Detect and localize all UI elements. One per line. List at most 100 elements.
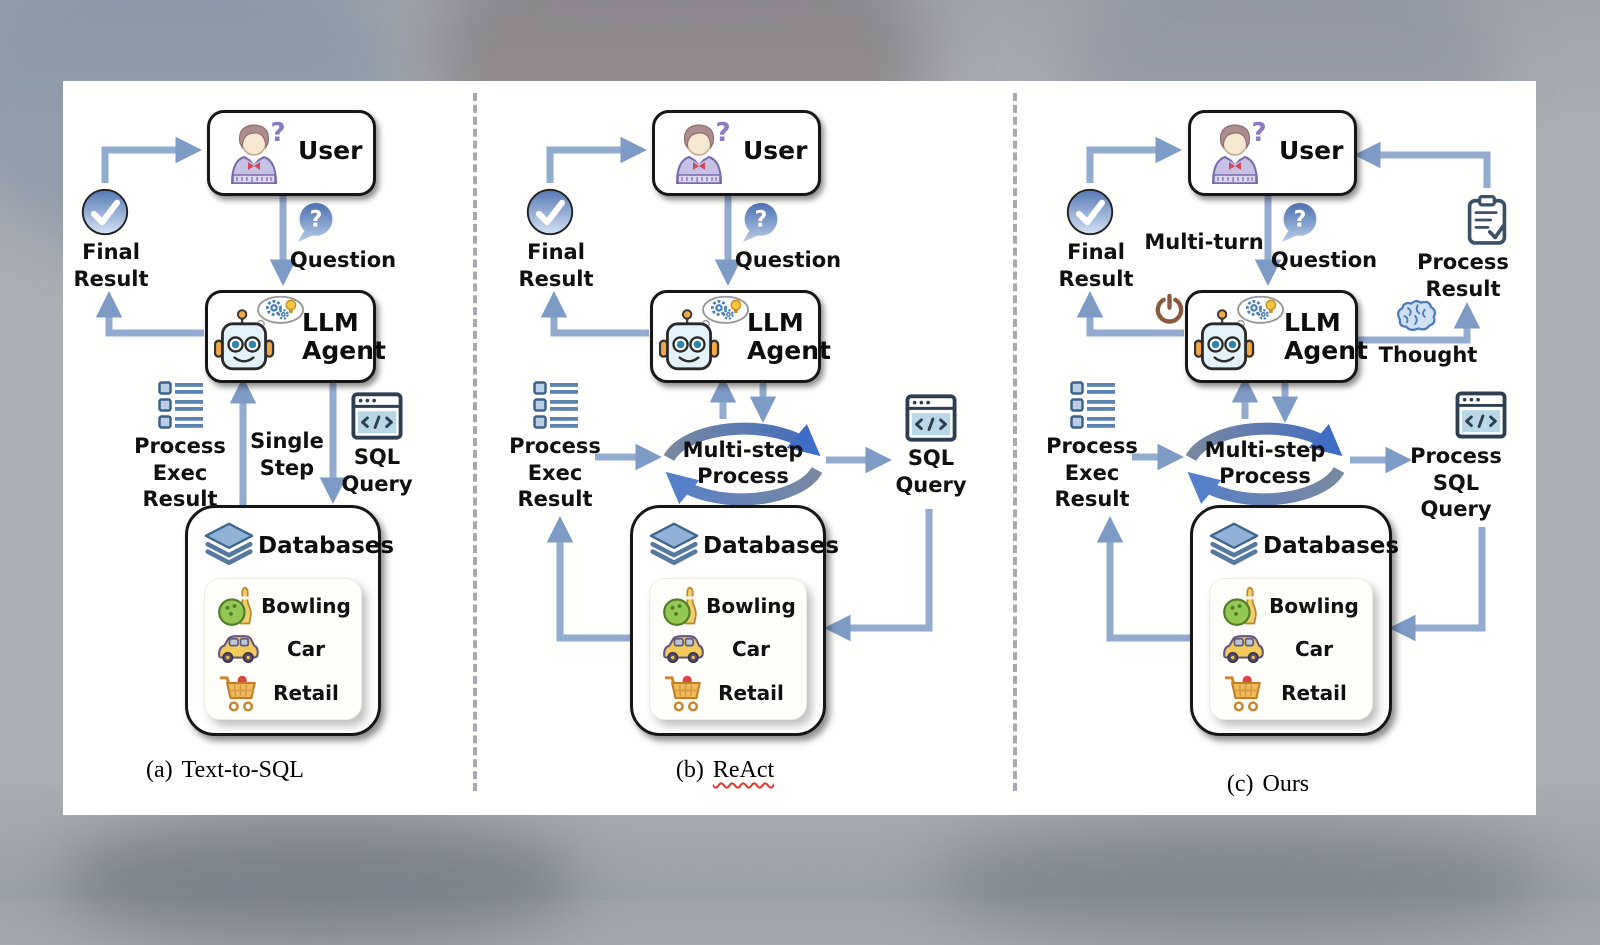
exec-list-icon (533, 381, 579, 431)
process-exec-label: Process Exec Result (1046, 434, 1138, 512)
arrow-final-to-user-b (546, 136, 647, 183)
brain-icon (1391, 298, 1439, 334)
user-label: User (1279, 136, 1344, 165)
arrow-db-to-exec-b (546, 516, 634, 642)
cart-icon (1220, 672, 1266, 714)
agent-label: LLM Agent (302, 308, 386, 365)
arrow-agent-to-final-a (95, 291, 204, 337)
bowling-icon (660, 585, 706, 627)
db-row-car: Car (1216, 628, 1366, 670)
thought-label: Thought (1378, 343, 1478, 367)
process-result-label: Process Result (1417, 250, 1509, 301)
arrow-final-to-user-c (1086, 136, 1182, 183)
process-exec-label: Process Exec Result (134, 434, 226, 512)
arrow-sql-to-db-c (1389, 527, 1486, 642)
robot-icon (1194, 295, 1284, 377)
user-icon (220, 119, 292, 185)
db-item-label: Bowling (1269, 593, 1359, 618)
multi-step-label: Multi-step Process (682, 438, 804, 489)
caption-name: Ours (1262, 771, 1310, 797)
layers-icon (1207, 521, 1261, 571)
databases-list: Bowling Car Retail (649, 578, 807, 720)
user-label: User (298, 136, 363, 165)
db-item-label: Car (731, 637, 771, 661)
cart-icon (660, 672, 706, 714)
agent-box-b: LLM Agent (650, 290, 831, 383)
databases-box-c: Databases Bowling Car Retail (1190, 505, 1399, 736)
background-blob (60, 815, 580, 945)
sql-window-icon (905, 393, 957, 443)
power-icon (1153, 293, 1186, 326)
background-blob (930, 820, 1550, 940)
user-box-b: User (652, 110, 821, 196)
arrow-result-to-user-c (1354, 141, 1491, 188)
databases-list: Bowling Car Retail (204, 578, 362, 720)
check-circle-icon (1065, 187, 1115, 237)
db-row-retail: Retail (1216, 672, 1366, 714)
user-box-a: User (207, 110, 376, 196)
db-row-bowling: Bowling (656, 585, 800, 627)
caption-prefix: (b) (675, 757, 704, 783)
question-label: Question (734, 248, 842, 272)
layers-icon (647, 521, 701, 571)
arrow-sql-to-db-b (824, 509, 933, 642)
clipboard-check-icon (1465, 193, 1509, 247)
caption-prefix: (c) (1226, 771, 1254, 797)
car-icon (215, 628, 261, 670)
db-item-label: Retail (1281, 680, 1347, 705)
agent-label: LLM Agent (747, 308, 831, 365)
agent-box-a: LLM Agent (205, 290, 386, 383)
user-icon (665, 119, 737, 185)
check-circle-icon (80, 187, 130, 237)
arrow-final-to-user-a (101, 136, 202, 183)
db-item-label: Car (286, 637, 326, 661)
databases-label: Databases (258, 533, 395, 559)
final-result-label: Final Result (518, 240, 594, 291)
question-label: Question (1270, 248, 1378, 272)
exec-list-icon (1070, 381, 1116, 431)
car-icon (1220, 628, 1266, 670)
databases-label: Databases (703, 533, 840, 559)
final-result-label: Final Result (1058, 240, 1134, 291)
user-box-c: User (1188, 110, 1357, 196)
caption-b: (b) ReAct (620, 757, 830, 784)
single-step-label: Single Step (250, 429, 324, 480)
question-label: Question (289, 248, 397, 272)
question-bubble-icon (295, 200, 337, 244)
caption-prefix: (a) (146, 757, 173, 783)
databases-list: Bowling Car Retail (1209, 578, 1373, 720)
databases-label: Databases (1263, 533, 1400, 559)
question-bubble-icon (740, 200, 782, 244)
databases-box-b: Databases Bowling Car Retail (630, 505, 839, 736)
question-bubble-icon (1279, 200, 1321, 244)
arrow-agent-to-final-b (540, 291, 649, 337)
multi-step-label: Multi-step Process (1204, 438, 1326, 489)
caption-a: (a) Text-to-SQL (120, 757, 330, 784)
db-item-label: Retail (273, 680, 339, 705)
user-label: User (743, 136, 808, 165)
db-row-car: Car (656, 628, 800, 670)
sql-query-label: SQL Query (341, 445, 413, 496)
robot-icon (659, 295, 749, 377)
db-row-retail: Retail (656, 672, 800, 714)
db-row-bowling: Bowling (211, 585, 355, 627)
bowling-icon (1220, 585, 1266, 627)
arrow-db-to-exec-c (1096, 516, 1194, 642)
db-row-bowling: Bowling (1216, 585, 1366, 627)
panel-divider (1013, 93, 1017, 791)
multi-turn-label: Multi-turn (1144, 230, 1264, 254)
db-item-label: Bowling (261, 593, 351, 618)
sql-window-icon (1455, 391, 1507, 439)
db-item-label: Retail (718, 680, 784, 705)
process-sql-label: Process SQL Query (1410, 444, 1502, 522)
panel-divider (473, 93, 477, 791)
db-row-car: Car (211, 628, 355, 670)
cart-icon (215, 672, 261, 714)
db-item-label: Car (1294, 637, 1334, 661)
user-icon (1201, 119, 1273, 185)
exec-list-icon (158, 381, 204, 431)
robot-icon (214, 295, 304, 377)
bowling-icon (215, 585, 261, 627)
figure-canvas: User Final Result Question LLM Agent Pro… (63, 81, 1536, 815)
caption-name: ReAct (712, 757, 775, 783)
